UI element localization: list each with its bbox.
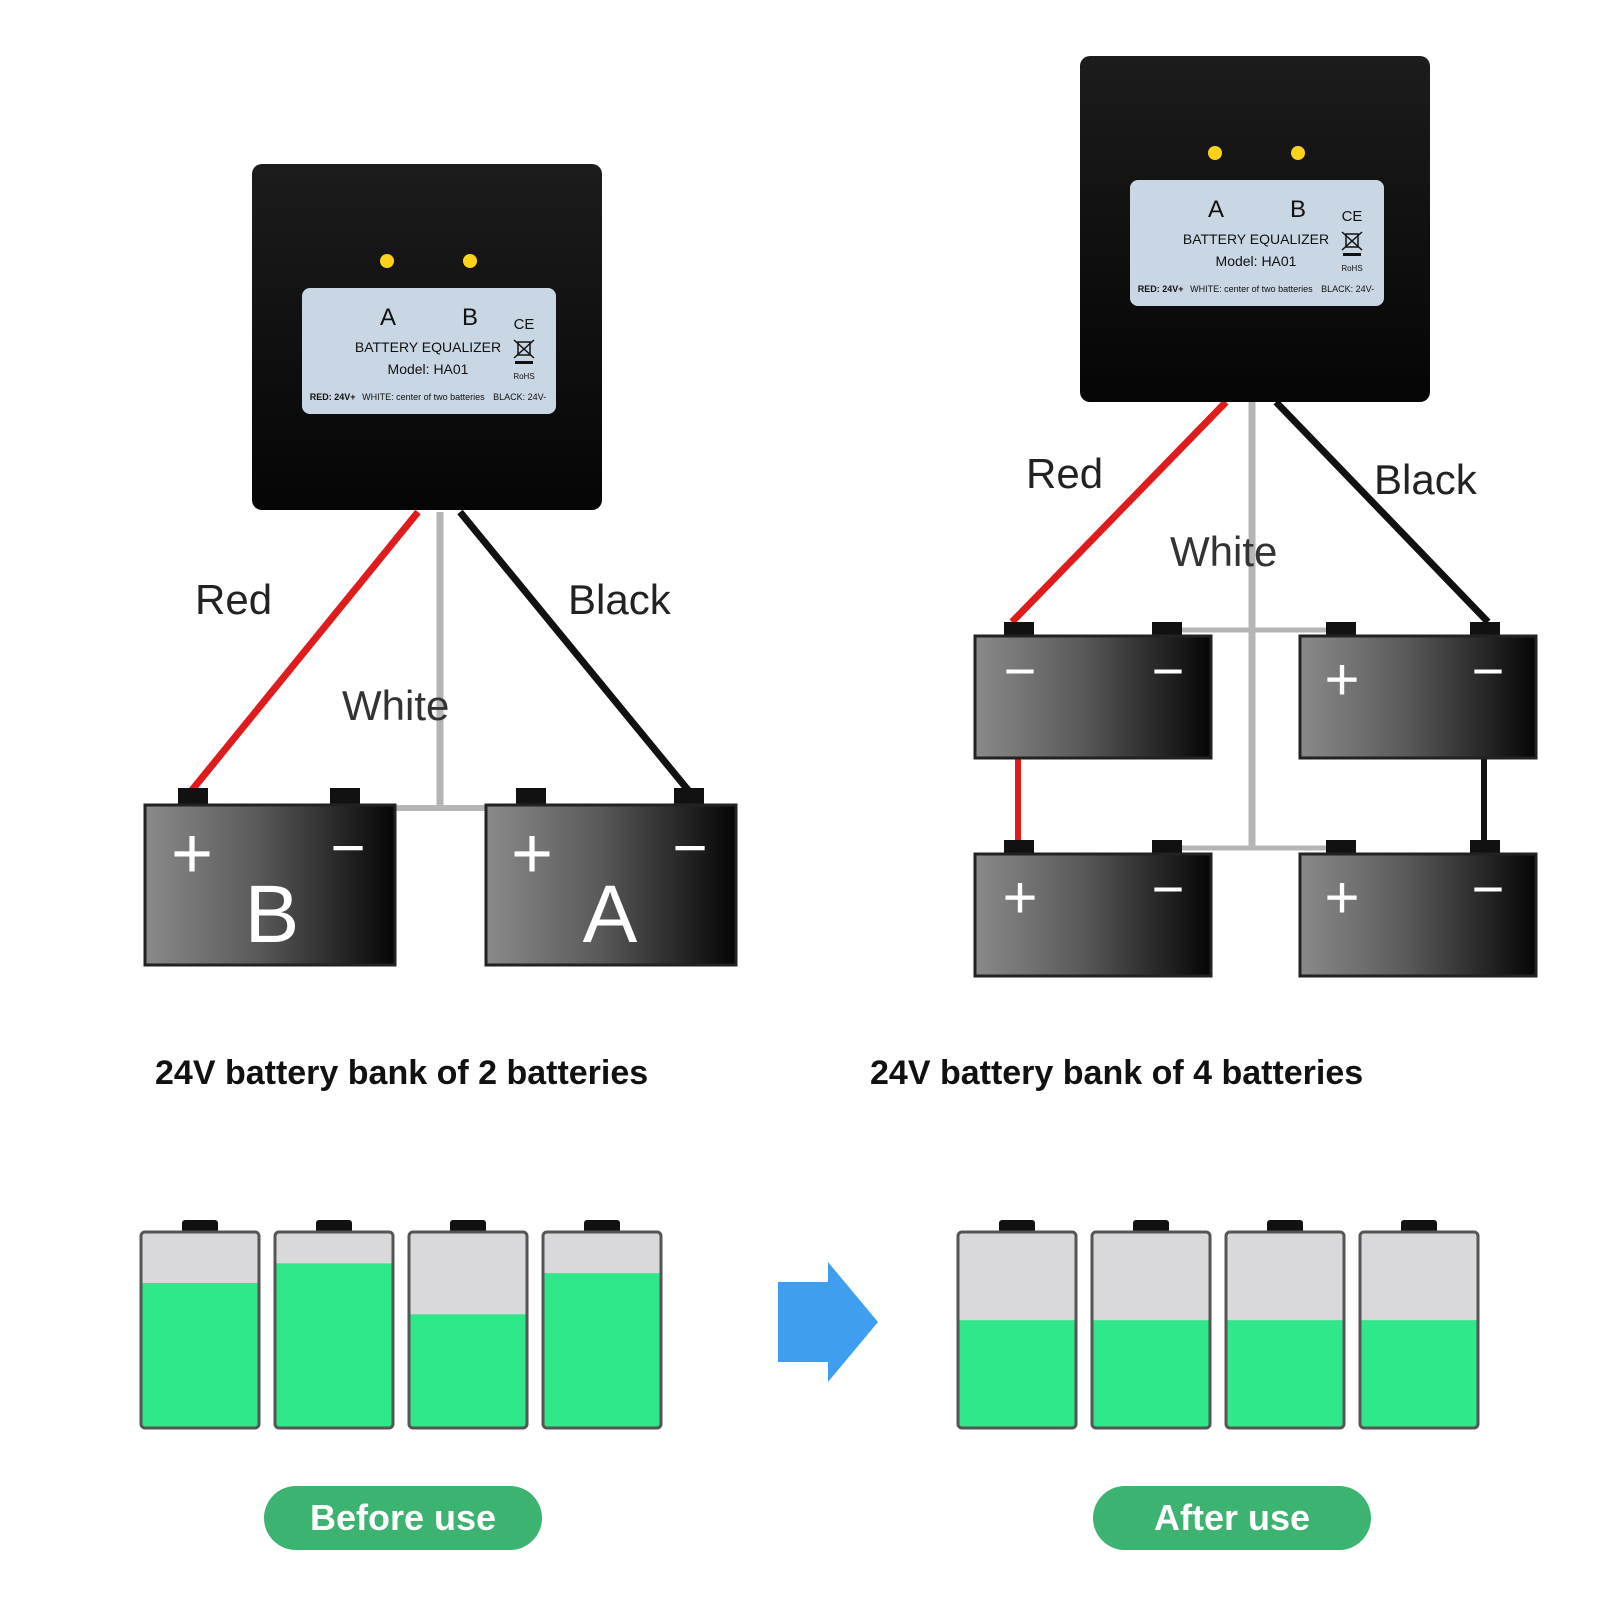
battery-outline (407, 1230, 529, 1430)
wiring-black: BLACK: 24V- (493, 392, 546, 402)
wiring-white: WHITE: center of two batteries (362, 392, 485, 402)
charge-level-fill (1092, 1320, 1210, 1428)
wiring-red: RED: 24V+ (1138, 284, 1184, 294)
wiring-legend: RED: 24V+ WHITE: center of two batteries… (1138, 284, 1374, 294)
led-a-indicator (1208, 146, 1222, 160)
black-wire (457, 509, 691, 793)
after-battery-2 (1090, 1220, 1212, 1430)
rohs-mark: RoHS (1341, 264, 1362, 273)
right-panel: A B CE BATTERY EQUALIZER Model: HA01 RoH… (973, 56, 1538, 978)
weee-bin-icon (513, 339, 535, 364)
minus-symbol: − (1472, 639, 1505, 702)
charge-level-fill (275, 1263, 393, 1428)
led-b-indicator (1291, 146, 1305, 160)
before-battery-2 (273, 1220, 395, 1430)
charge-level-fill (409, 1314, 527, 1428)
wiring-white: WHITE: center of two batteries (1190, 284, 1313, 294)
battery-outline (1090, 1230, 1212, 1430)
before-battery-levels (139, 1220, 663, 1430)
red-wire (1009, 399, 1229, 625)
device-model: Model: HA01 (1216, 253, 1297, 269)
weee-bin-icon (1341, 231, 1363, 256)
equalizer-device: A B CE BATTERY EQUALIZER Model: HA01 RoH… (1080, 56, 1430, 402)
equalizer-device: A B CE BATTERY EQUALIZER Model: HA01 RoH… (252, 164, 602, 510)
led-a-label: A (380, 304, 396, 331)
device-label-panel (302, 288, 556, 414)
charge-level-fill (1360, 1320, 1478, 1428)
battery-bottom-left: + − (973, 840, 1213, 978)
battery-bottom-right: + − (1298, 840, 1538, 978)
battery-b: + − B (143, 788, 397, 967)
minus-symbol: − (1472, 857, 1505, 920)
battery-outline (1358, 1230, 1480, 1430)
charge-level-fill (1226, 1320, 1344, 1428)
led-b-indicator (463, 254, 477, 268)
plus-symbol: + (511, 814, 553, 894)
left-panel: A B CE BATTERY EQUALIZER Model: HA01 RoH… (143, 164, 738, 967)
left-black-label: Black (568, 576, 671, 623)
battery-letter-a: A (583, 869, 638, 960)
red-wire (189, 509, 421, 793)
after-battery-3 (1224, 1220, 1346, 1430)
battery-outline (956, 1230, 1078, 1430)
charge-level-fill (141, 1282, 259, 1428)
battery-outline (273, 1230, 395, 1430)
left-white-label: White (342, 682, 450, 729)
before-battery-1 (139, 1220, 261, 1430)
before-battery-3 (407, 1220, 529, 1430)
right-white-label: White (1170, 528, 1278, 575)
battery-outline (139, 1230, 261, 1430)
charge-level-fill (543, 1273, 661, 1428)
minus-symbol: − (330, 814, 365, 881)
before-battery-4 (541, 1220, 663, 1430)
right-black-label: Black (1374, 456, 1477, 503)
plus-symbol: + (1324, 864, 1359, 931)
after-battery-levels (956, 1220, 1480, 1430)
led-b-label: B (1290, 196, 1306, 223)
charge-level-fill (958, 1320, 1076, 1428)
device-label-panel (1130, 180, 1384, 306)
minus-symbol: − (1004, 639, 1037, 702)
led-a-indicator (380, 254, 394, 268)
battery-letter-b: B (245, 869, 300, 960)
after-battery-4 (1358, 1220, 1480, 1430)
left-caption: 24V battery bank of 2 batteries (155, 1054, 649, 1092)
right-red-label: Red (1026, 450, 1104, 497)
left-red-label: Red (195, 576, 273, 623)
wiring-black: BLACK: 24V- (1321, 284, 1374, 294)
minus-symbol: − (1152, 639, 1185, 702)
minus-symbol: − (1152, 857, 1185, 920)
wiring-legend: RED: 24V+ WHITE: center of two batteries… (310, 392, 546, 402)
right-caption: 24V battery bank of 4 batteries (870, 1054, 1364, 1092)
minus-symbol: − (672, 814, 707, 881)
device-name: BATTERY EQUALIZER (355, 339, 501, 355)
battery-outline (541, 1230, 663, 1430)
battery-outline (1224, 1230, 1346, 1430)
ce-mark: CE (1342, 208, 1363, 225)
battery-top-right: + − (1298, 622, 1538, 760)
ce-mark: CE (514, 316, 535, 333)
plus-symbol: + (1324, 646, 1359, 713)
after-use-badge: After use (1093, 1486, 1371, 1550)
led-b-label: B (462, 304, 478, 331)
plus-symbol: + (171, 814, 213, 894)
led-a-label: A (1208, 196, 1224, 223)
before-use-badge: Before use (264, 1486, 542, 1550)
arrow-right-icon (778, 1262, 878, 1382)
device-model: Model: HA01 (388, 361, 469, 377)
rohs-mark: RoHS (513, 372, 534, 381)
black-wire (1273, 399, 1491, 625)
plus-symbol: + (1002, 864, 1037, 931)
battery-top-left: − − (973, 622, 1213, 760)
after-battery-1 (956, 1220, 1078, 1430)
device-name: BATTERY EQUALIZER (1183, 231, 1329, 247)
battery-a: + − A (484, 788, 738, 967)
wiring-red: RED: 24V+ (310, 392, 356, 402)
